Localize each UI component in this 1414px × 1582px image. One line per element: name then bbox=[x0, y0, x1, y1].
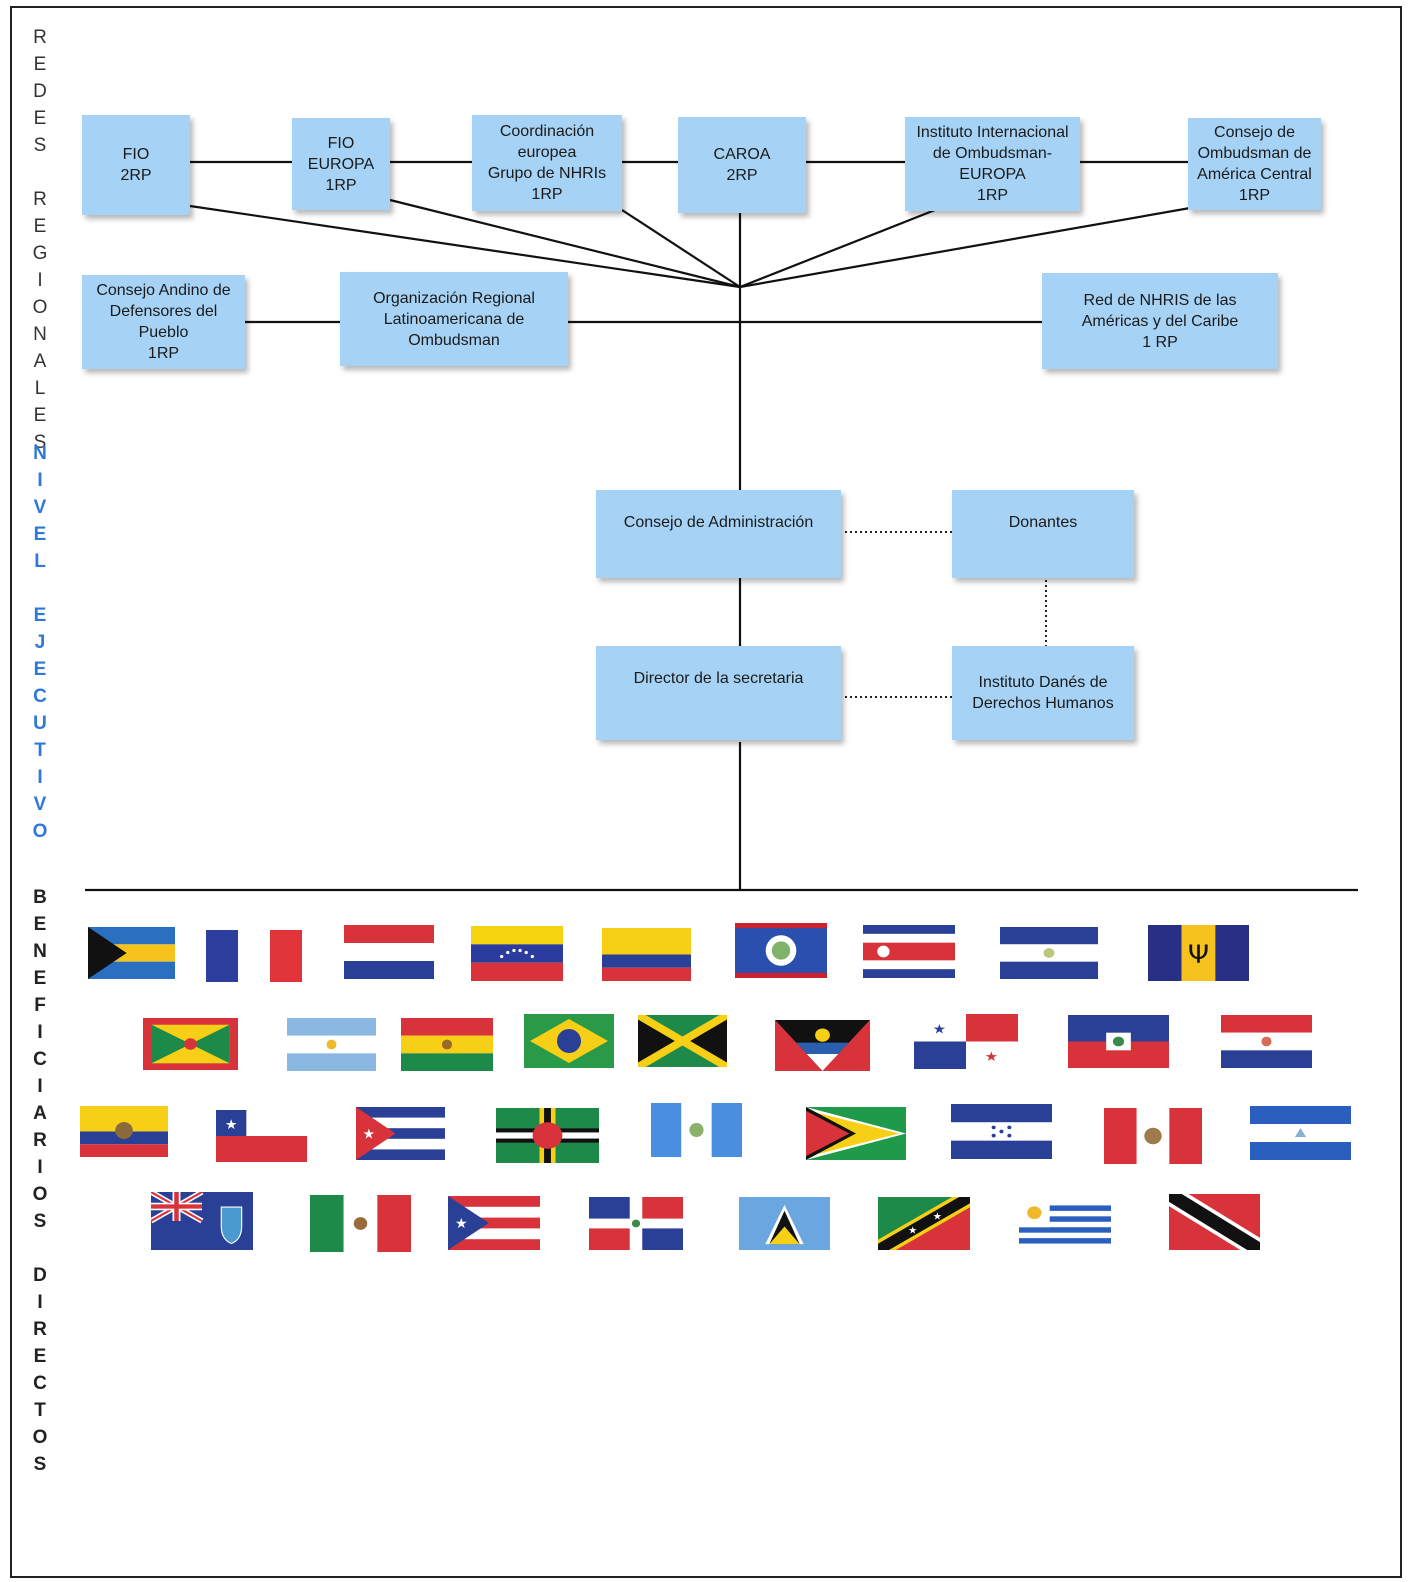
flag-puerto-rico-icon: ★ bbox=[448, 1196, 540, 1250]
node-consejo-andino: Consejo Andino de Defensores del Pueblo … bbox=[82, 275, 245, 369]
flag-saint-kitts-and-nevis-icon: ★★ bbox=[878, 1197, 970, 1250]
svg-text:★: ★ bbox=[455, 1216, 468, 1232]
node-consejo-administracion: Consejo de Administración bbox=[596, 490, 841, 578]
flag-uruguay-icon bbox=[1019, 1200, 1111, 1249]
svg-text:★: ★ bbox=[908, 1225, 917, 1236]
node-coordinacion-europea: Coordinación europea Grupo de NHRIs 1RP bbox=[472, 115, 622, 211]
flag-guyana-icon bbox=[806, 1107, 906, 1160]
node-instituto-danes: Instituto Danés de Derechos Humanos bbox=[952, 646, 1134, 740]
flag-haiti-icon bbox=[1068, 1015, 1169, 1068]
flag-bahamas-icon bbox=[88, 927, 175, 979]
flag-dominica-icon bbox=[496, 1108, 599, 1163]
svg-text:★: ★ bbox=[933, 1022, 946, 1037]
svg-text:★: ★ bbox=[225, 1118, 238, 1134]
flag-nicaragua-icon bbox=[1250, 1106, 1351, 1160]
flag-trinidad-and-tobago-icon bbox=[1169, 1194, 1260, 1250]
node-consejo-america-central: Consejo de Ombudsman de América Central … bbox=[1188, 118, 1321, 210]
flag-panama-icon: ★★ bbox=[914, 1014, 1018, 1069]
flag-netherlands-icon bbox=[344, 925, 434, 979]
flag-brazil-icon bbox=[524, 1014, 614, 1068]
svg-text:★: ★ bbox=[363, 1126, 375, 1142]
node-instituto-internacional: Instituto Internacional de Ombudsman- EU… bbox=[905, 117, 1080, 211]
link-fio-hub bbox=[189, 204, 741, 289]
flag-dominican-republic-icon bbox=[589, 1197, 683, 1250]
flag-costa-rica-icon bbox=[863, 925, 955, 978]
flag-mexico-icon bbox=[310, 1195, 411, 1252]
link-instituto-hub bbox=[739, 208, 936, 289]
flag-barbados-icon: Ψ bbox=[1148, 925, 1249, 981]
flag-jamaica-icon bbox=[638, 1015, 727, 1067]
node-director-secretaria: Director de la secretaria bbox=[596, 646, 841, 740]
flag-bolivia-icon bbox=[401, 1018, 493, 1071]
flag-chile-icon: ★ bbox=[216, 1110, 307, 1162]
flag-belize-icon bbox=[735, 923, 827, 978]
flag-paraguay-icon bbox=[1221, 1015, 1312, 1068]
node-donantes: Donantes bbox=[952, 490, 1134, 578]
link-coordinacion-hub bbox=[621, 209, 741, 288]
flag-el-salvador-icon bbox=[1000, 927, 1098, 979]
flag-venezuela-icon bbox=[471, 926, 563, 981]
node-organizacion-regional: Organización Regional Latinoamericana de… bbox=[340, 272, 568, 366]
flag-france-icon bbox=[206, 930, 302, 982]
flag-saint-lucia-icon bbox=[739, 1197, 830, 1250]
svg-text:★: ★ bbox=[985, 1050, 998, 1065]
flag-guatemala-icon bbox=[651, 1103, 742, 1157]
flag-honduras-icon bbox=[951, 1104, 1052, 1159]
node-red-nhris: Red de NHRIS de las Américas y del Carib… bbox=[1042, 273, 1278, 369]
node-caroa: CAROA 2RP bbox=[678, 117, 806, 213]
link-consejoac-hub bbox=[739, 206, 1191, 289]
svg-text:★: ★ bbox=[933, 1212, 942, 1223]
flag-argentina-icon bbox=[287, 1018, 376, 1071]
link-fioeuropa-hub bbox=[389, 198, 741, 289]
node-fio: FIO 2RP bbox=[82, 115, 190, 215]
flag-ecuador-icon bbox=[80, 1106, 168, 1157]
flag-grenada-icon bbox=[143, 1018, 238, 1070]
node-fio-europa: FIO EUROPA 1RP bbox=[292, 118, 390, 210]
svg-text:Ψ: Ψ bbox=[1188, 940, 1209, 969]
diagram-frame bbox=[10, 6, 1402, 1578]
flag-colombia-icon bbox=[602, 928, 691, 981]
flag-antigua-and-barbuda-icon bbox=[775, 1020, 870, 1071]
flag-montserrat-icon bbox=[151, 1192, 253, 1250]
flag-peru-icon bbox=[1104, 1108, 1202, 1164]
flag-cuba-icon: ★ bbox=[356, 1107, 445, 1160]
